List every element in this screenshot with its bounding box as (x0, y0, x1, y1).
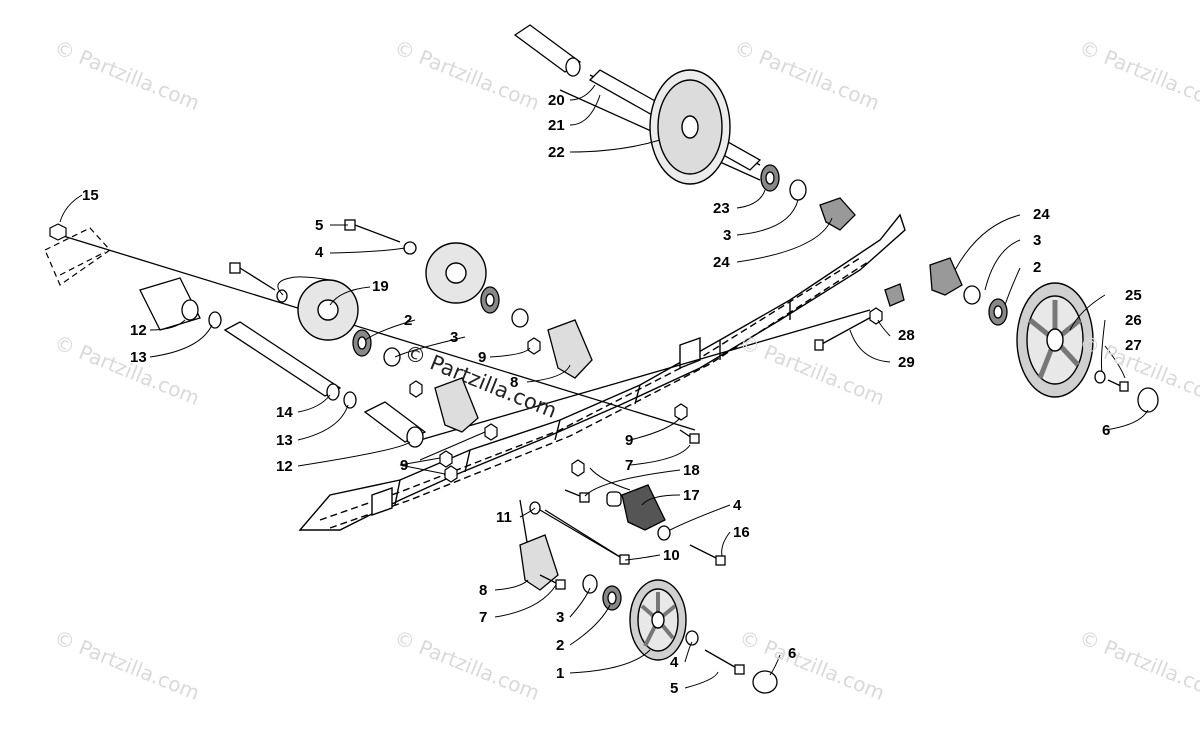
callout-label: 16 (733, 524, 750, 541)
callout-label: 7 (625, 457, 634, 474)
callout-label: 28 (898, 327, 915, 344)
callout-label: 27 (1125, 337, 1142, 354)
end-caps (752, 387, 1159, 694)
callout-label: 4 (733, 497, 742, 514)
slide-rail-frame (298, 213, 906, 531)
callout-label: 24 (713, 254, 730, 271)
callout-label: 6 (788, 645, 797, 662)
callout-label: 5 (670, 680, 679, 697)
callout-label: 3 (556, 609, 565, 626)
callout-label: 26 (1125, 312, 1142, 329)
axle-brackets (434, 197, 963, 591)
callout-label: 15 (82, 187, 99, 204)
callout-label: 3 (450, 329, 459, 346)
idler-wheel-22 (649, 69, 731, 185)
callout-label: 2 (556, 637, 565, 654)
callout-label: 2 (404, 312, 413, 329)
callout-label: 3 (723, 227, 732, 244)
rail-fragment (44, 227, 111, 286)
callout-label: 14 (276, 404, 293, 421)
callout-label: 24 (1033, 206, 1050, 223)
callout-label: 29 (898, 354, 915, 371)
callout-label: 3 (1033, 232, 1042, 249)
callout-label: 2 (1033, 259, 1042, 276)
callout-label: 8 (479, 582, 488, 599)
callout-label: 4 (315, 244, 324, 261)
idler-wheels-19 (297, 242, 487, 341)
callout-label: 7 (479, 609, 488, 626)
callout-label: 18 (683, 462, 700, 479)
spoked-wheel-25 (1016, 282, 1094, 398)
spoked-wheel-1 (629, 579, 687, 661)
callout-label: 20 (548, 92, 565, 109)
callout-label: 6 (1102, 422, 1111, 439)
callout-label: 10 (663, 547, 680, 564)
callout-label: 25 (1125, 287, 1142, 304)
callout-label: 9 (400, 457, 409, 474)
callout-label: 12 (276, 458, 293, 475)
leader-lines (59, 84, 1149, 689)
callout-label: 23 (713, 200, 730, 217)
callout-label: 4 (670, 654, 679, 671)
callout-label: 1 (556, 665, 565, 682)
callout-label: 17 (683, 487, 700, 504)
callout-label: 11 (496, 509, 512, 526)
nuts (49, 223, 883, 483)
callout-label: 13 (130, 349, 147, 366)
bearings-and-rings (208, 164, 1106, 646)
callout-label: 12 (130, 322, 147, 339)
callout-label: 19 (372, 278, 389, 295)
callout-label: 13 (276, 432, 293, 449)
callout-label: 22 (548, 144, 565, 161)
callout-label: 9 (625, 432, 634, 449)
callout-label: 21 (548, 117, 565, 134)
callout-label: 5 (315, 217, 324, 234)
callout-label: 9 (478, 349, 487, 366)
callout-label: 8 (510, 374, 519, 391)
